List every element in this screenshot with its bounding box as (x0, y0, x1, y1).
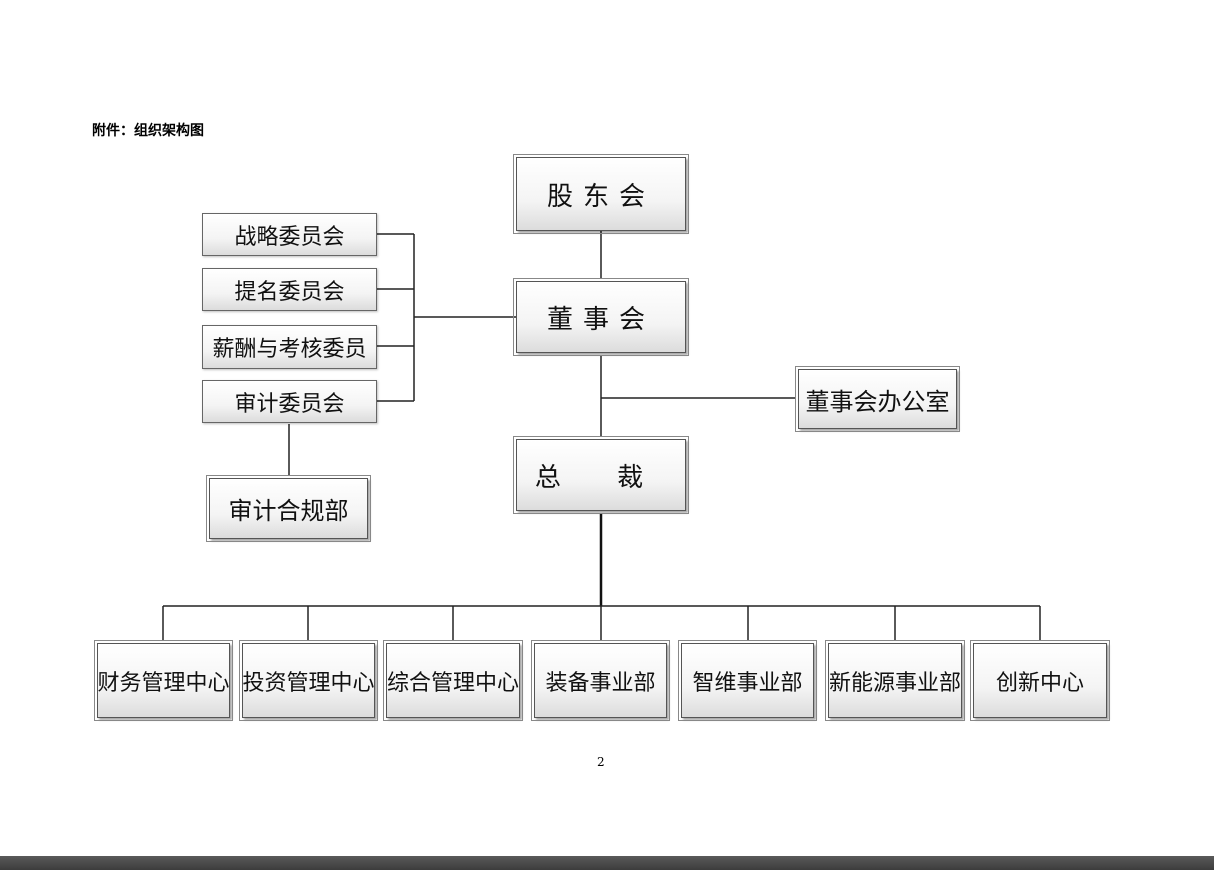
node-dept-label: 创新中心 (995, 670, 1084, 696)
node-board-office: 董事会办公室 (795, 366, 960, 432)
node-committee-audit: 审计委员会 (202, 380, 377, 423)
node-dept-innovation: 创新中心 (970, 640, 1110, 721)
node-dept-label: 智维事业部 (692, 670, 803, 696)
node-committee-label: 提名委员会 (234, 279, 345, 305)
node-dept-equipment: 装备事业部 (531, 640, 670, 721)
node-shareholders: 股东会 (513, 154, 689, 234)
node-audit-compliance: 审计合规部 (206, 475, 371, 542)
node-committee-compensation: 薪酬与考核委员 (202, 325, 377, 369)
node-committee-label: 薪酬与考核委员 (212, 337, 367, 362)
viewer-footer-bar (0, 856, 1214, 870)
node-dept-smart-maintenance: 智维事业部 (678, 640, 817, 721)
page-number: 2 (597, 755, 605, 769)
node-dept-label: 综合管理中心 (387, 670, 520, 696)
node-committee-label: 战略委员会 (234, 224, 345, 250)
node-committee-label: 审计委员会 (234, 391, 345, 417)
node-president: 总 裁 (513, 436, 689, 514)
node-dept-general: 综合管理中心 (383, 640, 523, 721)
node-dept-label: 装备事业部 (545, 670, 656, 696)
page-title: 附件：组织架构图 (92, 123, 204, 139)
node-board-office-label: 董事会办公室 (805, 387, 950, 416)
node-dept-label: 财务管理中心 (97, 670, 230, 696)
node-dept-investment: 投资管理中心 (239, 640, 378, 721)
node-committee-nomination: 提名委员会 (202, 268, 377, 311)
node-dept-new-energy: 新能源事业部 (825, 640, 965, 721)
node-president-label: 总 裁 (534, 462, 668, 493)
node-dept-label: 新能源事业部 (829, 670, 962, 696)
node-board-label: 董事会 (546, 304, 655, 335)
node-shareholders-label: 股东会 (546, 181, 655, 212)
node-dept-label: 投资管理中心 (242, 670, 375, 696)
node-board: 董事会 (513, 278, 689, 356)
node-dept-finance: 财务管理中心 (94, 640, 233, 721)
node-audit-compliance-label: 审计合规部 (228, 497, 349, 525)
node-committee-strategy: 战略委员会 (202, 213, 377, 256)
